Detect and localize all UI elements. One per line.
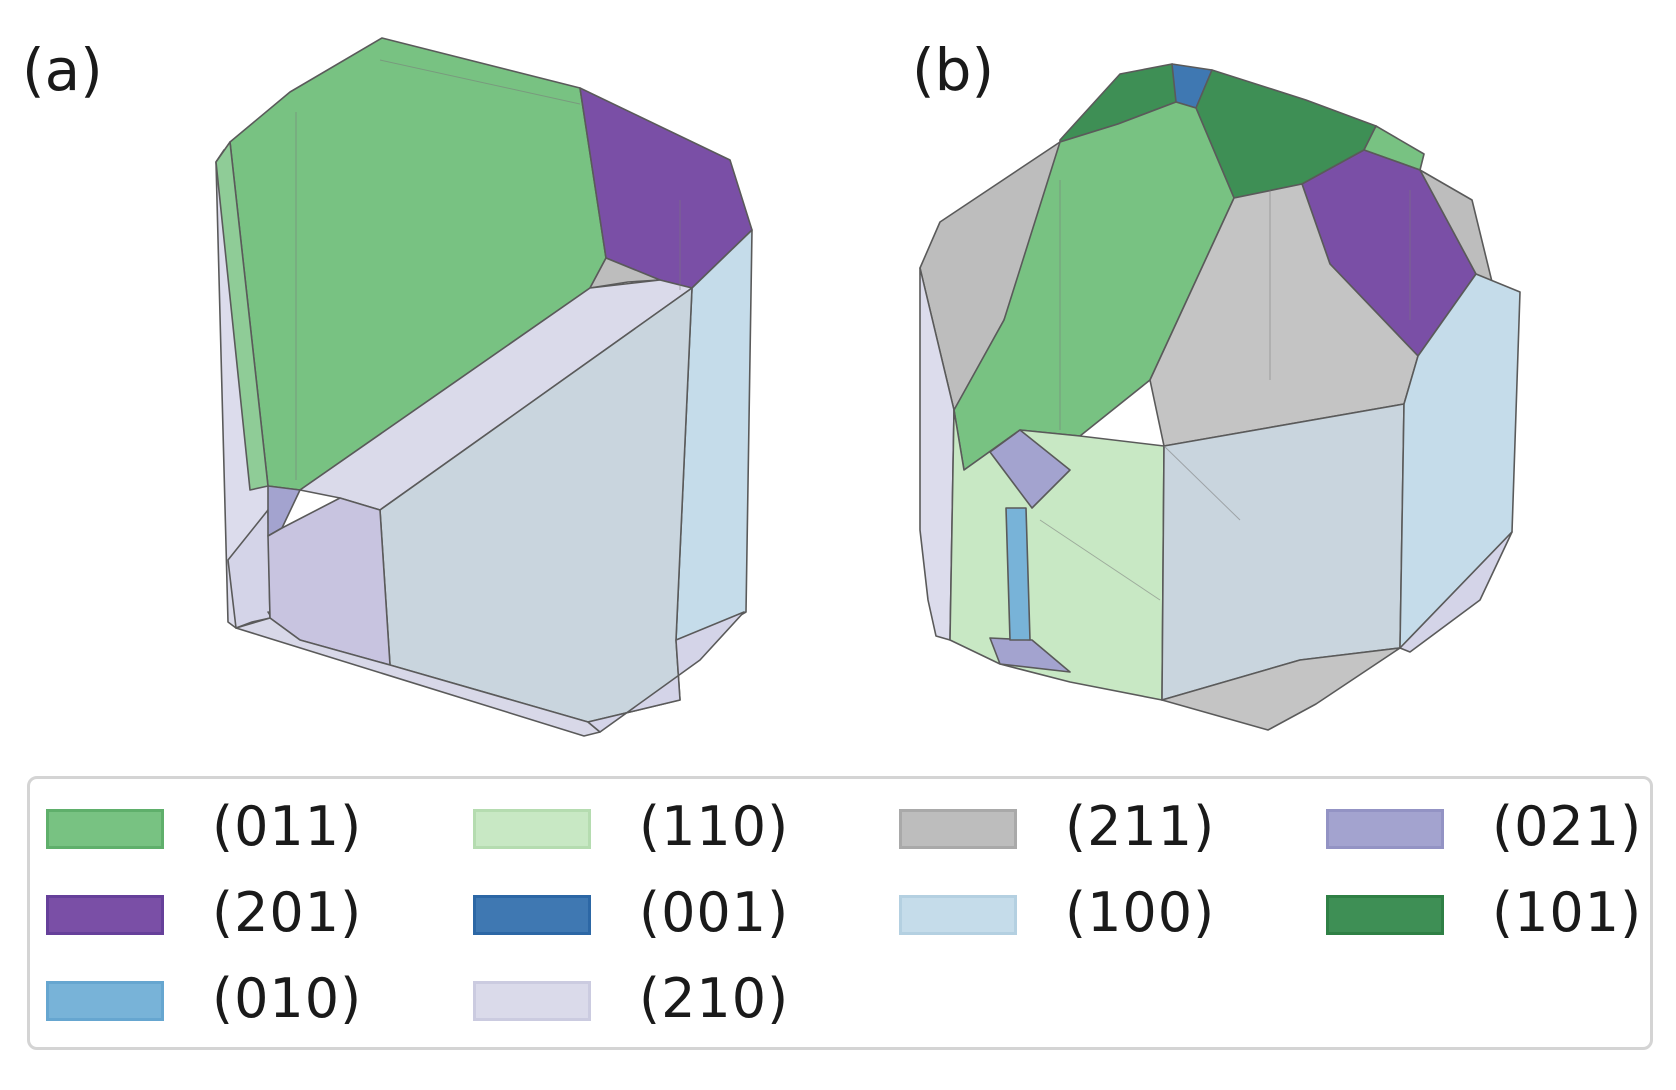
crystal-b-facet-011 [953, 101, 1235, 471]
crystal-a-facet-210-base [235, 617, 601, 737]
legend-swatch [473, 895, 591, 935]
panel-b-label: (b) [912, 36, 995, 104]
crystal-b-diagram [919, 63, 1521, 731]
legend-swatch [1326, 895, 1444, 935]
legend-label: (210) [639, 967, 790, 1030]
legend-label: (110) [639, 795, 790, 858]
crystal-b-facet-021-upper [989, 429, 1071, 509]
legend-label: (100) [1065, 881, 1216, 944]
crystal-a-facet-210-base-right [587, 611, 745, 733]
legend-label: (010) [212, 967, 363, 1030]
legend-label: (021) [1492, 795, 1643, 858]
legend-swatch [473, 809, 591, 849]
legend: (011) (110) (211) (021) (201) (001) (100… [27, 776, 1653, 1050]
legend-swatch [46, 809, 164, 849]
crystal-b-facet-010 [1005, 507, 1031, 641]
legend-label: (101) [1492, 881, 1643, 944]
crystal-b-facet-210-bottom-right [1399, 531, 1513, 653]
crystal-a-diagram [215, 37, 753, 737]
legend-swatch [899, 809, 1017, 849]
legend-swatch [473, 981, 591, 1021]
legend-label: (001) [639, 881, 790, 944]
legend-swatch [46, 895, 164, 935]
crystal-a-facet-211 [589, 257, 661, 289]
legend-label: (201) [212, 881, 363, 944]
legend-swatch [1326, 809, 1444, 849]
legend-swatch [46, 981, 164, 1021]
panel-a-label: (a) [22, 36, 103, 104]
legend-label: (211) [1065, 795, 1216, 858]
legend-swatch [899, 895, 1017, 935]
crystal-b-facet-211-bottom [1161, 647, 1401, 731]
legend-label: (011) [212, 795, 363, 858]
